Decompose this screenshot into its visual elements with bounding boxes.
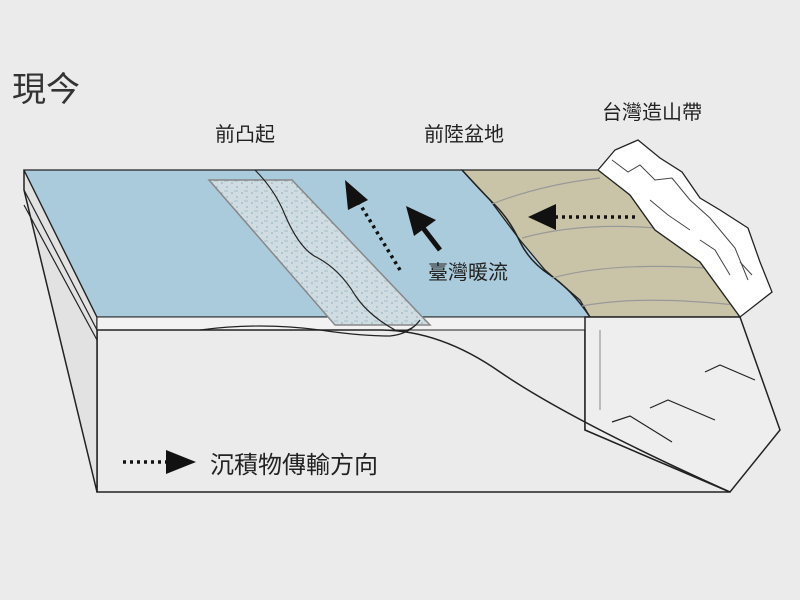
block-right-face: [584, 316, 781, 493]
orogen-label: 台灣造山帶: [602, 100, 702, 124]
legend-arrow-icon: [123, 450, 196, 474]
fault-line: [704, 364, 756, 381]
legend-label: 沉積物傳輸方向: [210, 451, 378, 479]
land-contour: [551, 265, 706, 279]
era-label: 現今: [12, 70, 80, 110]
forebulge-label: 前凸起: [215, 122, 275, 146]
foreland-basin-label: 前陸盆地: [424, 122, 504, 146]
orogen-mountains: [597, 139, 773, 318]
left-layer-line: [23, 204, 98, 341]
fault-line: [649, 399, 716, 421]
sediment-arrow-west: [528, 204, 635, 230]
forebulge-profile: [199, 319, 421, 337]
left-layer-line: [23, 189, 98, 331]
sediment-arrow-north: [345, 180, 402, 271]
warm-current-label: 臺灣暖流: [428, 260, 508, 284]
land-contour: [521, 225, 656, 239]
warm-current-arrow: [406, 206, 442, 252]
fault-line: [611, 415, 673, 443]
basin-floor-curve: [97, 329, 731, 493]
coastline: [461, 169, 591, 318]
land-contour: [491, 177, 601, 205]
land-contour: [581, 299, 736, 307]
forebulge-crest-line: [254, 169, 421, 332]
